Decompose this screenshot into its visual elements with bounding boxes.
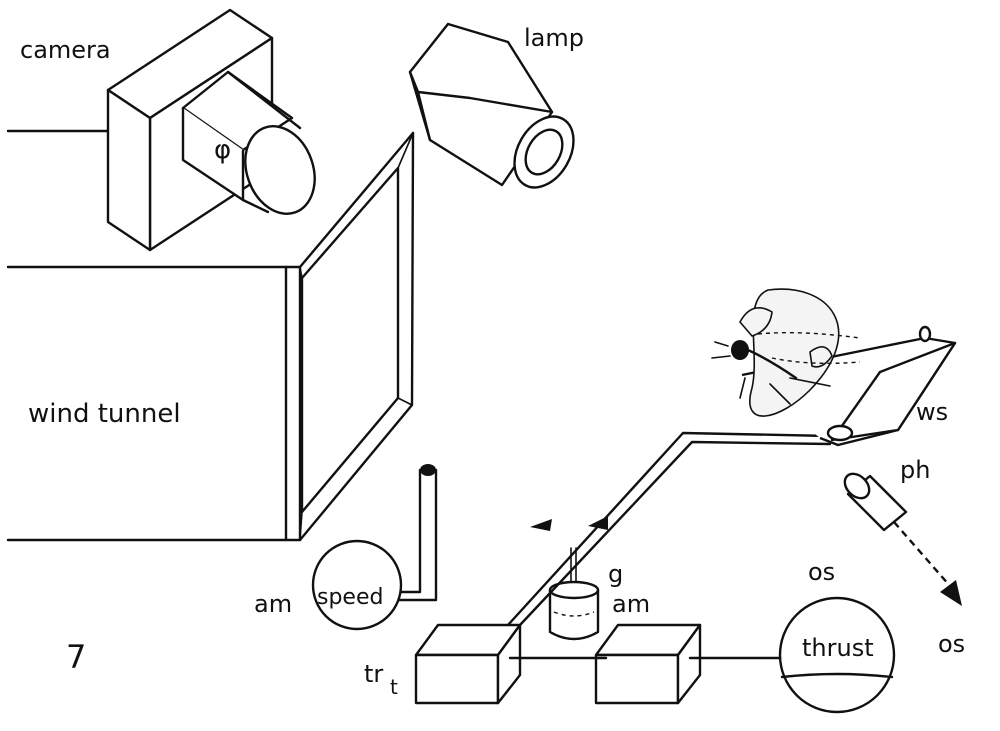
damping-cup (548, 547, 600, 641)
oscilloscope (778, 596, 896, 714)
photodiode (843, 472, 962, 606)
motion-arrows (530, 516, 608, 531)
transducer (414, 623, 522, 705)
insect (711, 288, 861, 417)
label-ph: ph (900, 456, 930, 484)
label-tr: tr (364, 660, 383, 688)
label-camera: camera (20, 36, 111, 64)
label-ws: ws (916, 398, 948, 426)
thrust-beam (506, 431, 832, 627)
figure-number: 7 (66, 638, 86, 676)
label-os-right: os (938, 630, 965, 658)
label-thrust: thrust (802, 634, 874, 662)
label-am-left: am (254, 590, 292, 618)
label-speed: speed (317, 585, 383, 610)
label-g: g (608, 560, 623, 588)
label-lamp: lamp (524, 24, 584, 52)
amplifier (594, 623, 702, 705)
label-tr-subscript: t (390, 675, 398, 699)
label-os-top: os (808, 558, 835, 586)
lamp (408, 22, 575, 189)
camera (106, 8, 316, 252)
speed-probe (311, 464, 438, 631)
speed-meter (311, 539, 403, 631)
label-camera-symbol: φ (214, 135, 231, 165)
label-wind-tunnel: wind tunnel (28, 399, 181, 429)
label-am-right: am (612, 590, 650, 618)
